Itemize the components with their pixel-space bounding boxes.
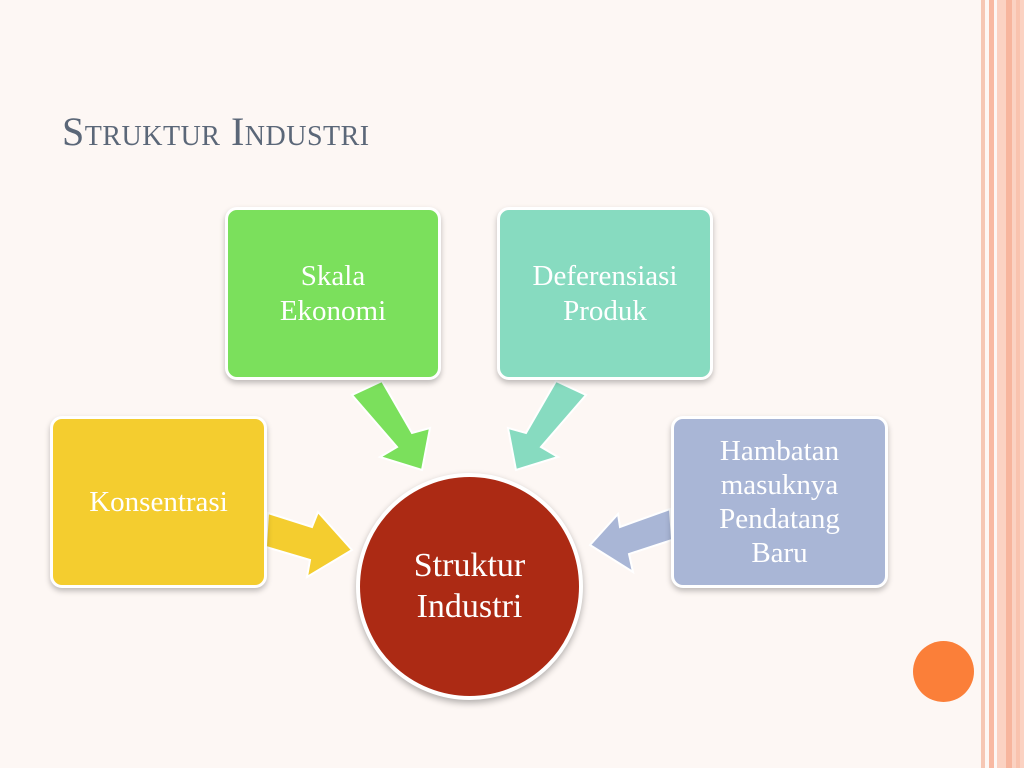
center-node: Struktur Industri bbox=[356, 473, 583, 700]
node-skala-ekonomi: Skala Ekonomi bbox=[225, 207, 441, 380]
slide-title: Struktur Industri bbox=[62, 109, 370, 154]
arrow-konsentrasi bbox=[264, 510, 354, 579]
border-stripe bbox=[1006, 0, 1012, 768]
center-label: Struktur Industri bbox=[413, 546, 526, 625]
node-label: Deferensiasi Produk bbox=[532, 260, 678, 327]
border-stripe bbox=[989, 0, 994, 768]
border-stripe bbox=[1016, 0, 1020, 768]
accent-dot bbox=[913, 641, 974, 702]
node-konsentrasi: Konsentrasi bbox=[50, 416, 267, 588]
node-deferensiasi-produk: Deferensiasi Produk bbox=[497, 207, 713, 380]
node-label: Skala Ekonomi bbox=[279, 260, 387, 327]
arrow-skala-ekonomi bbox=[350, 379, 432, 472]
border-stripe bbox=[981, 0, 985, 768]
arrow-deferensiasi-produk bbox=[506, 379, 588, 472]
node-hambatan: Hambatan masuknya Pendatang Baru bbox=[671, 416, 888, 588]
node-label: Hambatan masuknya Pendatang Baru bbox=[719, 434, 840, 570]
node-label: Konsentrasi bbox=[89, 485, 228, 518]
arrow-hambatan bbox=[588, 507, 674, 575]
